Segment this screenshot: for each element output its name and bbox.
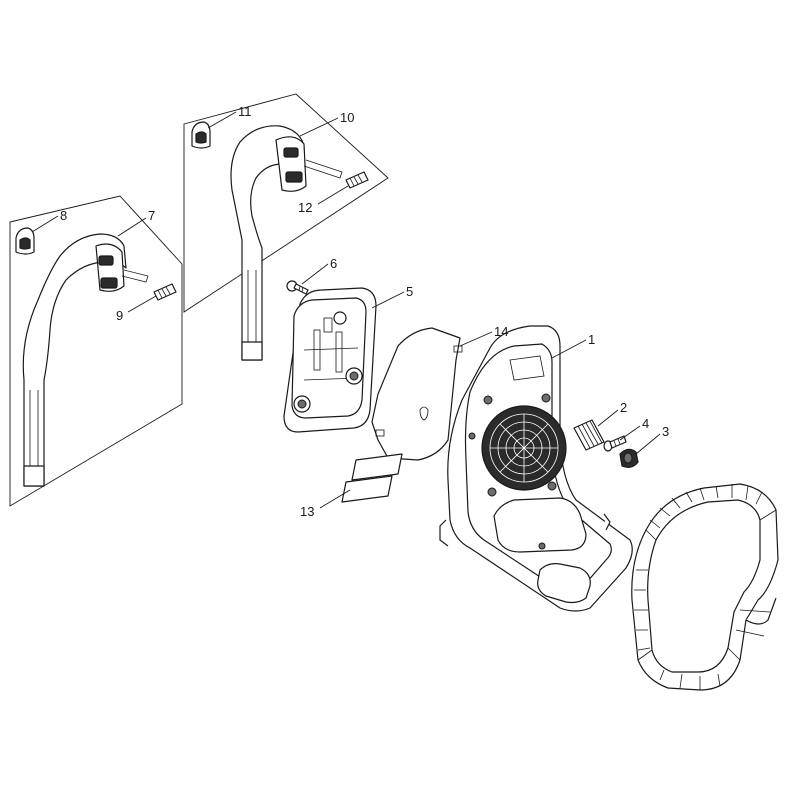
callout-2: 2	[620, 400, 627, 415]
callout-1: 1	[588, 332, 595, 347]
warning-labels[interactable]	[341, 453, 403, 503]
callout-11: 11	[238, 104, 252, 119]
strap-clip-left[interactable]	[15, 227, 35, 255]
leader-5	[371, 291, 405, 309]
leader-4	[619, 425, 641, 441]
back-pad-screw[interactable]	[286, 280, 309, 295]
gasket-sheet[interactable]	[371, 327, 463, 461]
shoulder-strap-left[interactable]	[22, 233, 149, 487]
leader-12	[317, 185, 349, 205]
callout-6: 6	[330, 256, 337, 271]
callout-5: 5	[406, 284, 413, 299]
callout-12: 12	[298, 200, 312, 215]
strap-group-frame-left	[9, 195, 183, 507]
leader-10	[299, 117, 339, 137]
callout-10: 10	[340, 110, 354, 125]
main-frame[interactable]	[439, 325, 633, 612]
callout-14: 14	[494, 324, 508, 339]
strap-clip-right[interactable]	[191, 121, 211, 149]
leader-6	[301, 263, 329, 285]
shoulder-strap-right[interactable]	[230, 125, 343, 361]
leader-13	[319, 489, 351, 509]
back-pad[interactable]	[283, 287, 377, 433]
callout-8: 8	[60, 208, 67, 223]
leader-3	[635, 433, 661, 455]
leader-9	[127, 295, 157, 313]
callout-4: 4	[642, 416, 649, 431]
strap-group-frame-right	[183, 93, 389, 313]
leader-11	[207, 111, 237, 129]
leader-2	[597, 409, 619, 427]
leader-7	[117, 217, 147, 237]
leader-14	[459, 331, 493, 347]
strap-spring-right[interactable]	[345, 171, 369, 189]
leader-1	[551, 339, 587, 359]
callout-7: 7	[148, 208, 155, 223]
callout-3: 3	[662, 424, 669, 439]
callout-13: 13	[300, 504, 314, 519]
cap-nut[interactable]	[619, 448, 639, 468]
callout-9: 9	[116, 308, 123, 323]
leader-8	[31, 215, 59, 233]
strap-spring-left[interactable]	[153, 283, 177, 301]
spring[interactable]	[573, 419, 605, 451]
fan-housing	[631, 483, 779, 691]
